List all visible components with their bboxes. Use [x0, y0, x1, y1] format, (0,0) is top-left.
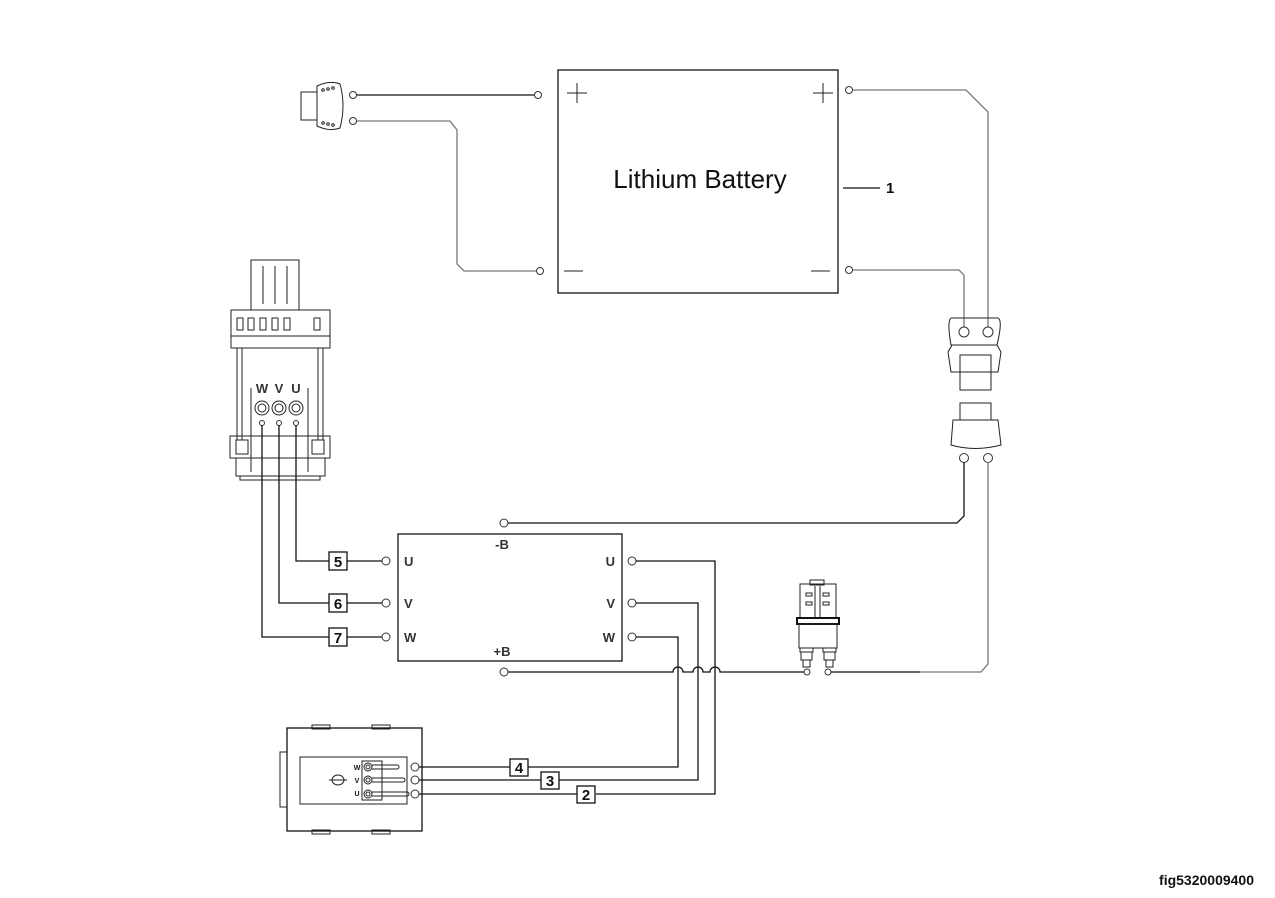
controller-neg-terminal	[499, 518, 509, 528]
wire-charger-neg	[357, 120, 536, 272]
motor-pin-label-u: U	[291, 381, 300, 396]
wire-tag-5: 5	[328, 551, 348, 571]
pump-shaft-icon	[329, 774, 347, 786]
charger-plug	[300, 81, 344, 131]
wire-tag-6: 6	[328, 593, 348, 613]
controller-left-pin-u: U	[404, 554, 413, 569]
pump-terminal-u	[410, 789, 420, 799]
pump-terminal-v	[410, 775, 420, 785]
charger-terminal-pos	[349, 91, 357, 99]
wire-motor-u	[295, 425, 329, 562]
battery-terminal-pos-left	[534, 91, 542, 99]
wire-pump-u	[596, 560, 716, 795]
svg-text:2: 2	[582, 787, 590, 804]
controller-left-terminal-v	[381, 598, 391, 608]
pump-pin-label-v: V	[355, 778, 360, 785]
controller-right-pin-w: W	[603, 630, 616, 645]
controller-right-pin-v: V	[606, 596, 615, 611]
pump-pin-label-w: W	[354, 765, 361, 772]
contactor	[796, 579, 840, 668]
controller-pos-label: +B	[494, 644, 511, 659]
motor-controller: U V W U V W -B +B	[397, 533, 623, 662]
contactor-terminal-left	[803, 668, 811, 676]
controller-right-terminal-u	[627, 556, 637, 566]
pump-motor: W V U	[279, 724, 423, 835]
pump-terminal-w	[410, 762, 420, 772]
battery-plus-right-icon	[813, 83, 833, 103]
wire-battery-neg-right	[853, 269, 965, 330]
lithium-battery: Lithium Battery 1	[557, 69, 894, 294]
controller-right-pin-u: U	[606, 554, 615, 569]
traction-motor: W V U	[229, 259, 331, 481]
wire-battery-pos-right	[853, 89, 989, 330]
battery-plus-left-icon	[567, 83, 587, 103]
figure-id: fig5320009400	[1159, 872, 1254, 888]
wire-pos-to-contactor	[920, 462, 989, 673]
motor-pin-label-v: V	[275, 381, 284, 396]
wire-tag-4: 4	[509, 758, 529, 777]
battery-terminal-neg-left	[536, 267, 544, 275]
svg-text:5: 5	[334, 554, 342, 571]
svg-text:3: 3	[546, 773, 554, 790]
controller-neg-label: -B	[495, 537, 509, 552]
controller-left-pin-v: V	[404, 596, 413, 611]
battery-terminal-pos-right	[845, 86, 853, 94]
pump-pin-label-u: U	[354, 791, 359, 798]
wire-motor-v	[278, 425, 329, 604]
battery-terminal-neg-right	[845, 266, 853, 274]
callout-number: 1	[886, 180, 894, 197]
wire-pump-w	[528, 636, 679, 768]
wire-neg-to-controller	[508, 462, 965, 524]
controller-body	[397, 533, 623, 662]
wire-tag-2: 2	[576, 785, 596, 804]
controller-right-terminal-w	[627, 632, 637, 642]
svg-text:7: 7	[334, 630, 342, 647]
controller-pos-terminal	[499, 667, 509, 677]
charger-terminal-neg	[349, 117, 357, 125]
controller-left-pin-w: W	[404, 630, 417, 645]
svg-text:6: 6	[334, 596, 342, 613]
battery-body	[557, 69, 839, 294]
wire-motor-w	[261, 425, 329, 638]
battery-label: Lithium Battery	[613, 164, 786, 194]
controller-right-terminal-v	[627, 598, 637, 608]
battery-connector	[947, 317, 1002, 463]
wire-tag-7: 7	[328, 627, 348, 647]
motor-pin-label-w: W	[256, 381, 269, 396]
controller-left-terminal-u	[381, 556, 391, 566]
contactor-terminal-right	[824, 668, 832, 676]
wire-pos-to-contactor-left	[508, 666, 805, 673]
wire-tag-3: 3	[540, 771, 560, 790]
svg-text:4: 4	[515, 760, 524, 777]
controller-left-terminal-w	[381, 632, 391, 642]
wire-pump-v	[559, 602, 699, 781]
